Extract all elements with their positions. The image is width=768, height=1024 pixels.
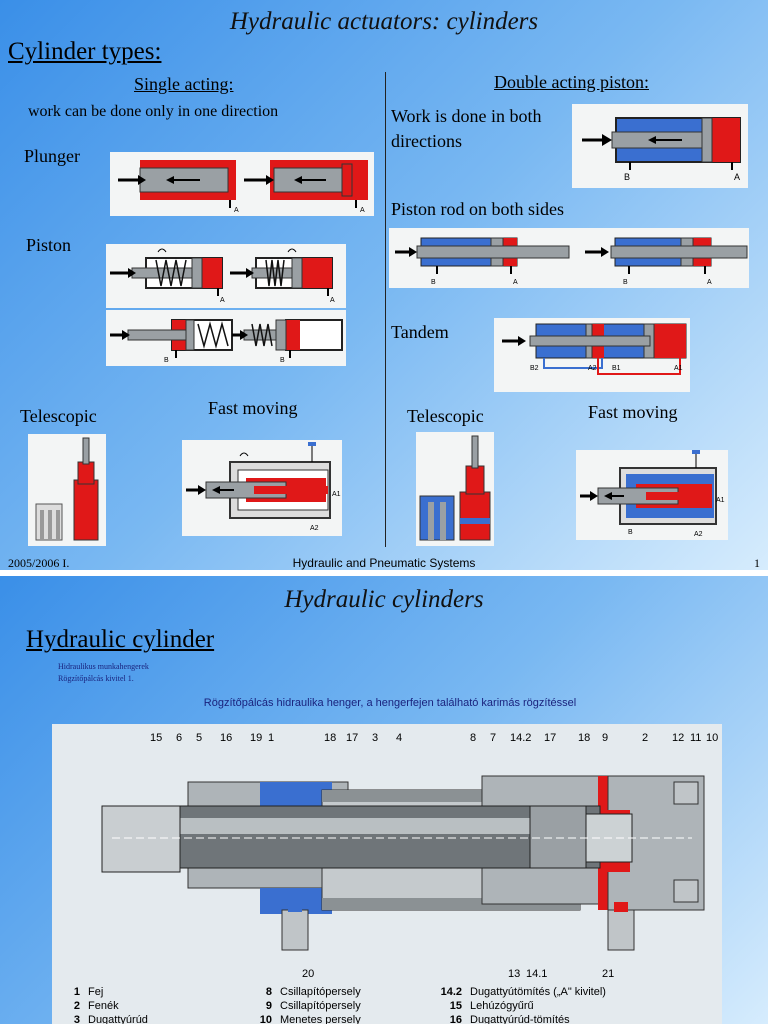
double-port-a: A [734,172,740,182]
tandem-port-a1: A1 [674,365,683,372]
telescopic-single-diagram [28,434,106,546]
part-num-2: 2 [642,732,649,744]
part-num-17b: 17 [544,732,557,744]
plunger-port-a-1: A [234,207,239,214]
part-num-5: 5 [196,732,203,744]
part-num-15: 15 [150,732,163,744]
fast-moving-single-diagram: A1 A2 [182,440,342,536]
fast-moving-left-label: Fast moving [208,398,298,418]
tandem-port-a2: A2 [588,365,597,372]
piston-spring-port-a-1: A [220,297,225,304]
single-acting-subtitle: work can be done only in one direction [28,103,279,120]
rod-both-port-b-2: B [623,279,628,286]
tandem-label: Tandem [391,322,449,342]
piston-spring-return-diagram: A A [106,244,346,308]
slide2-small-line1: Hidraulikus munkahengerek [58,662,149,671]
telescopic-left-label: Telescopic [20,406,97,426]
rod-both-port-b-1: B [431,279,436,286]
piston-label: Piston [26,235,72,255]
slide2-small-line2: Rögzítőpálcás kivitel 1. [58,674,134,683]
part-num-14-1: 14.1 [526,968,548,980]
fast-moving-double-diagram: A1 B A2 [576,450,728,540]
tandem-port-b2: B2 [530,365,539,372]
piston-extend-port-b-2: B [280,357,285,364]
part-num-1: 1 [268,732,275,744]
single-acting-heading: Single acting: [134,74,234,94]
slide-hydraulic-cylinders: Hydraulic cylinders Hydraulic cylinder H… [0,576,768,1024]
part-num-19: 19 [250,732,263,744]
part-num-16: 16 [220,732,233,744]
part-num-9: 9 [602,732,609,744]
part-num-17a: 17 [346,732,359,744]
plunger-cylinder-2: A [244,160,368,214]
double-port-b: B [624,172,630,182]
plunger-port-a-2: A [360,207,365,214]
telescopic-right-label: Telescopic [407,406,484,426]
fast-left-port-a2: A2 [310,525,319,532]
slide1-heading: Cylinder types: [8,38,162,65]
rod-both-2: B A [585,237,748,286]
part-num-18a: 18 [324,732,337,744]
piston-extend-port-b-1: B [164,357,169,364]
part-num-11: 11 [690,732,702,744]
footer-left: 2005/2006 I. [8,556,70,570]
plunger-label: Plunger [24,146,80,166]
part-num-20: 20 [302,968,315,980]
tandem-diagram: B2 A2 B1 A1 [494,318,690,392]
footer-right: 1 [754,556,760,570]
double-acting-diagram: B A [572,104,748,188]
part-num-13: 13 [508,968,521,980]
part-num-21: 21 [602,968,615,980]
piston-spring-2: A [230,248,335,304]
slide2-heading: Hydraulic cylinder [26,626,215,653]
part-num-18b: 18 [578,732,591,744]
footer-center: Hydraulic and Pneumatic Systems [292,556,476,570]
part-num-14-2: 14.2 [510,732,532,744]
double-acting-subtitle-line2: directions [391,131,462,151]
fast-moving-right-label: Fast moving [588,402,678,422]
rod-both-sides-diagram: B A B A [389,228,749,288]
plunger-cylinder-1: A [118,160,239,214]
piston-extend-1: B [110,319,233,364]
slide1-title: Hydraulic actuators: cylinders [229,8,539,35]
cylinder-cross-section: 15 6 5 16 19 1 18 17 3 4 8 7 14.2 17 18 … [52,724,722,1024]
piston-spring-port-a-2: A [330,297,335,304]
double-acting-subtitle-line1: Work is done in both [391,106,542,126]
tandem-port-b1: B1 [612,365,621,372]
column-divider [385,72,386,547]
fast-left-port-a1: A1 [332,491,341,498]
rod-both-1: B A [395,237,570,286]
rod-both-port-a-1: A [513,279,518,286]
piston-extend-2: B [232,319,343,364]
fast-right-port-a1: A1 [716,497,725,504]
part-num-8: 8 [470,732,477,744]
fast-right-port-b: B [628,529,633,536]
plunger-diagram: A A [110,152,374,216]
part-num-6: 6 [176,732,183,744]
slide2-title: Hydraulic cylinders [284,586,484,613]
rod-both-sides-label: Piston rod on both sides [391,199,565,219]
part-num-12: 12 [672,732,685,744]
part-num-10: 10 [706,732,719,744]
part-num-7: 7 [490,732,497,744]
part-num-4: 4 [396,732,403,744]
fast-right-port-a2: A2 [694,531,703,538]
piston-spring-extend-diagram: B B [106,310,346,366]
double-acting-heading: Double acting piston: [494,72,649,92]
piston-spring-1: A [110,248,225,304]
part-num-3: 3 [372,732,379,744]
rod-both-port-a-2: A [707,279,712,286]
slide-cylinder-types: Hydraulic actuators: cylinders Cylinder … [0,0,768,570]
telescopic-double-diagram [416,432,494,546]
slide2-caption: Rögzítőpálcás hidraulika henger, a henge… [203,697,577,709]
